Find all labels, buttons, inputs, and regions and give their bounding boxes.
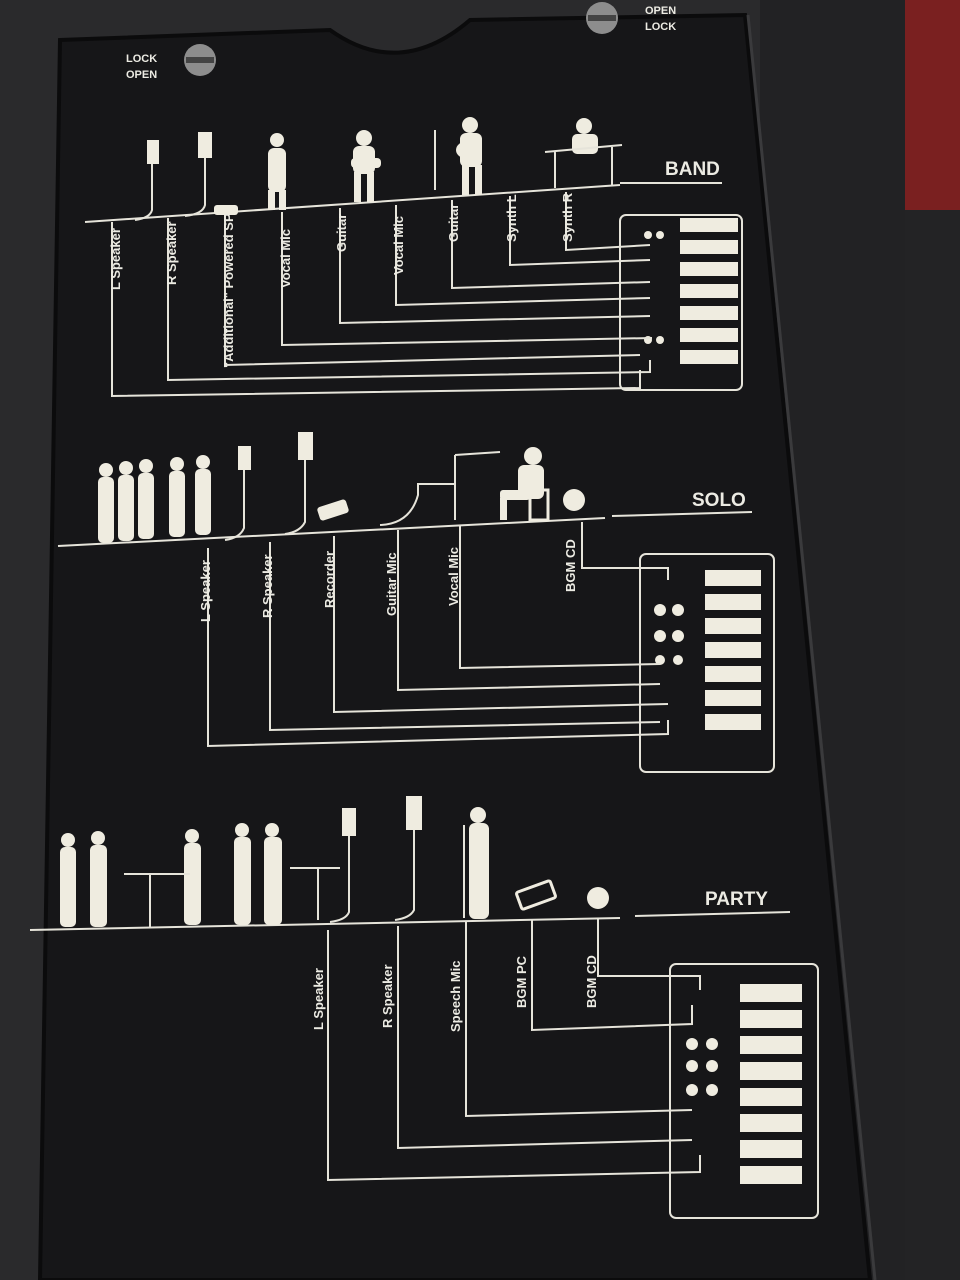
speaker-person-icon <box>469 807 489 919</box>
singer-icon <box>268 133 286 210</box>
guitarist-icon <box>351 130 381 202</box>
solo-label-bgm-cd: BGM CD <box>563 539 578 592</box>
lock-label-left: LOCK <box>126 53 157 65</box>
band-diagram: BAND <box>84 117 743 398</box>
laptop-icon <box>515 879 557 911</box>
party-label-bgm-cd: BGM CD <box>584 955 599 1008</box>
party-label-bgm-pc: BGM PC <box>514 955 529 1008</box>
guitarist-icon <box>456 117 482 195</box>
band-label-vocal-mic: Vocal Mic <box>278 229 293 288</box>
solo-label-guitar-mic: Guitar Mic <box>384 552 399 616</box>
band-label-vocal-mic-2: Vocal Mic <box>391 216 406 275</box>
band-label-r-speaker: R Speaker <box>164 221 179 285</box>
party-diagram: PARTY <box>29 796 819 1219</box>
band-title: BAND <box>665 159 720 180</box>
open-label-right: OPEN <box>645 5 676 17</box>
band-label-guitar: Guitar <box>334 214 349 252</box>
seated-performer-icon <box>500 447 550 522</box>
band-label-l-speaker: L Speaker <box>108 228 123 290</box>
band-label-guitar-2: Guitar <box>446 204 461 242</box>
party-guests-icon <box>60 823 282 927</box>
solo-label-recorder: Recorder <box>322 551 337 608</box>
speaker-icon <box>406 796 422 830</box>
mixer-channel-strip <box>686 984 802 1184</box>
party-label-l-speaker: L Speaker <box>311 968 326 1030</box>
solo-label-l-speaker: L Speaker <box>198 560 213 622</box>
cover-panel <box>37 12 873 1280</box>
speaker-icon <box>147 140 159 164</box>
solo-label-vocal-mic: Vocal Mic <box>446 547 461 606</box>
band-label-powered-sp: "Additional" Powered SP <box>221 213 236 368</box>
cd-icon <box>563 489 585 511</box>
solo-label-r-speaker: R Speaker <box>260 554 275 618</box>
party-label-r-speaker: R Speaker <box>380 964 395 1028</box>
red-background <box>900 0 960 210</box>
solo-title: SOLO <box>692 490 746 511</box>
recorder-icon <box>317 499 349 521</box>
lock-screw-left[interactable] <box>184 44 216 76</box>
band-label-synth-r: Synth R <box>560 192 575 242</box>
mixer-channel-strip <box>644 218 738 364</box>
band-label-synth-l: Synth L <box>504 194 519 242</box>
cd-icon <box>587 887 609 909</box>
party-label-speech-mic: Speech Mic <box>448 960 463 1032</box>
speaker-icon <box>198 132 212 158</box>
speaker-icon <box>298 432 313 460</box>
audience-icon <box>98 455 211 543</box>
lock-label-right: LOCK <box>645 21 676 33</box>
speaker-icon <box>238 446 251 470</box>
lock-screw-right[interactable] <box>586 2 618 34</box>
mixer-channel-strip <box>654 570 761 730</box>
solo-diagram: SOLO <box>57 432 775 773</box>
powered-speaker-icon <box>214 205 238 215</box>
speaker-icon <box>342 808 356 836</box>
party-title: PARTY <box>705 889 768 910</box>
open-label-left: OPEN <box>126 69 157 81</box>
